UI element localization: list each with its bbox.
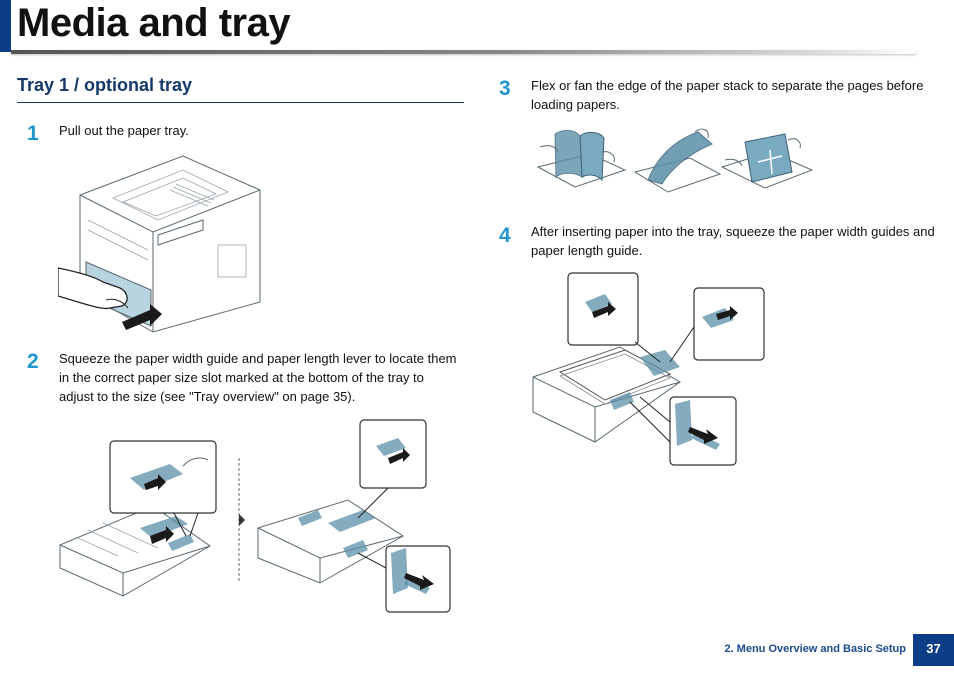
page-title: Media and tray	[17, 1, 291, 45]
step-2-text: Squeeze the paper width guide and paper …	[59, 351, 457, 404]
step-2-number: 2	[27, 350, 39, 373]
page-number: 37	[913, 634, 954, 666]
step-4-text: After inserting paper into the tray, squ…	[531, 224, 935, 258]
step-1-text: Pull out the paper tray.	[59, 123, 189, 138]
section-heading: Tray 1 / optional tray	[17, 75, 193, 95]
printer-illustration	[57, 150, 268, 335]
section-rule	[17, 102, 464, 103]
footer-chapter: 2. Menu Overview and Basic Setup	[724, 643, 906, 655]
step-4-number: 4	[499, 224, 511, 247]
title-rule	[11, 50, 916, 54]
tray-guide-illustration	[58, 418, 458, 618]
step-3-number: 3	[499, 77, 511, 100]
step-3-text: Flex or fan the edge of the paper stack …	[531, 78, 924, 112]
paper-fanning-illustration	[530, 122, 820, 197]
title-edge-bar	[0, 0, 11, 52]
step-1-number: 1	[27, 122, 39, 145]
paper-loaded-tray-illustration	[530, 272, 770, 472]
